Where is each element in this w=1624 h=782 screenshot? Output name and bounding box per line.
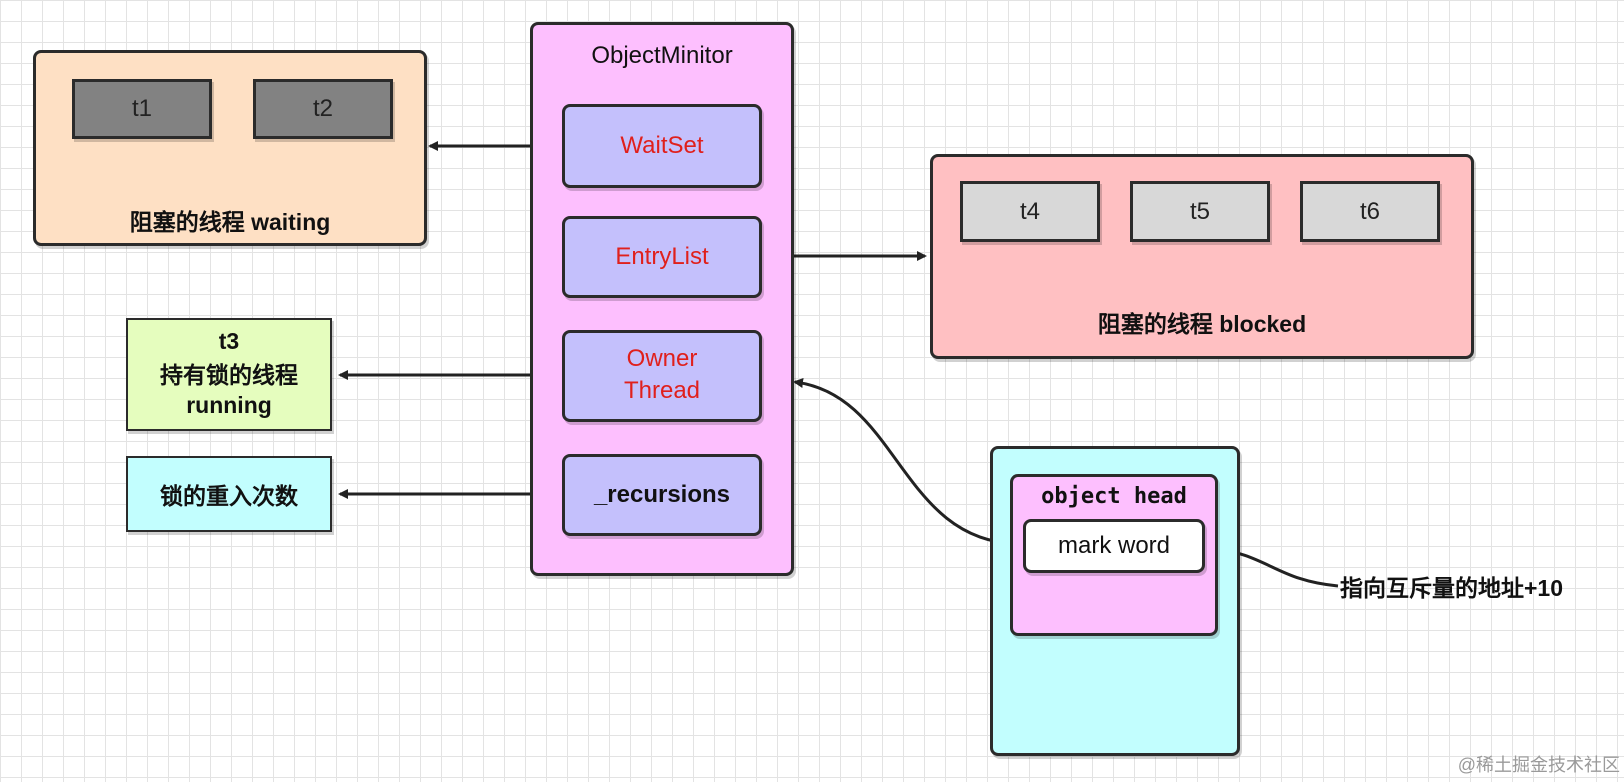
watermark: @稀土掘金技术社区 <box>1457 755 1620 775</box>
arrow-markword-to-owner <box>793 378 1024 546</box>
monitor-title: ObjectMinitor <box>591 42 733 69</box>
pointer-note: 指向互斥量的地址+10 <box>1340 575 1564 601</box>
field-waitset: WaitSet <box>562 104 762 188</box>
owner-thread-name: t3 <box>218 327 240 354</box>
field-owner-line1: Owner <box>626 345 698 372</box>
owner-thread-state: running <box>186 391 272 418</box>
thread-t6: t6 <box>1300 181 1440 242</box>
field-owner-line2: Thread <box>623 377 701 404</box>
thread-t4: t4 <box>960 181 1100 242</box>
blocked-label: 阻塞的线程 blocked <box>1097 311 1307 337</box>
thread-t1: t1 <box>72 79 212 139</box>
waiting-label: 阻塞的线程 waiting <box>129 209 331 235</box>
field-entrylist: EntryList <box>562 216 762 298</box>
mark-word: mark word <box>1023 519 1205 573</box>
owner-thread-desc: 持有锁的线程 <box>160 362 298 388</box>
field-owner-thread <box>562 330 762 422</box>
thread-t5: t5 <box>1130 181 1270 242</box>
object-head-label: object head <box>1041 483 1187 509</box>
field-recursions: _recursions <box>562 454 762 536</box>
reentry-count-box: 锁的重入次数 <box>126 456 332 532</box>
owner-running-box <box>126 318 332 431</box>
thread-t2: t2 <box>253 79 393 139</box>
